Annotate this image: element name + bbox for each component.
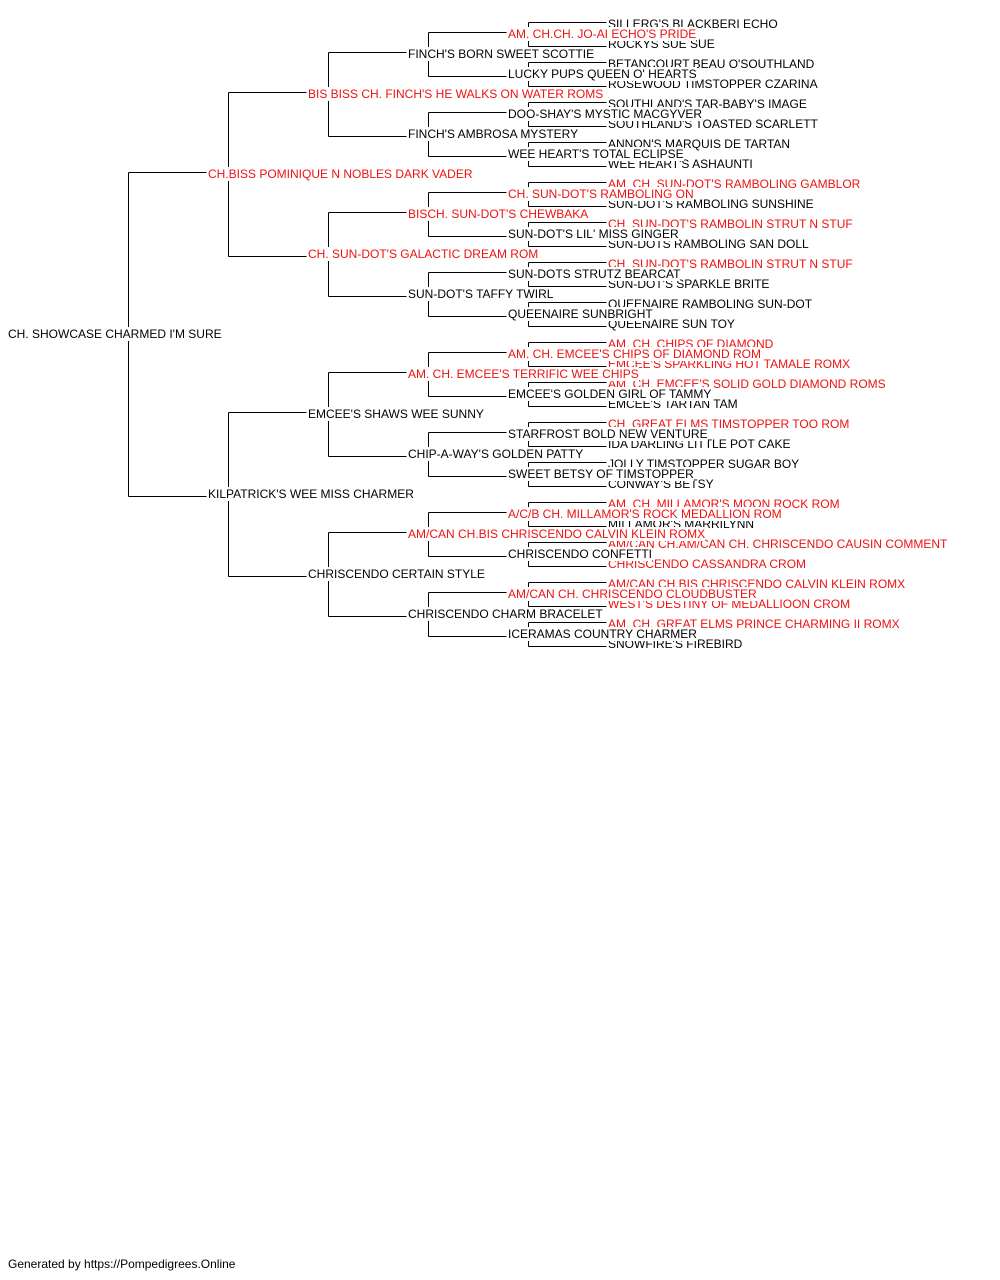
- ancestor-name: BIS BISS CH. FINCH'S HE WALKS ON WATER R…: [308, 87, 604, 101]
- ancestor-name: CHRISCENDO CHARM BRACELET: [408, 607, 603, 621]
- ancestor-name: EMCEE'S SHAWS WEE SUNNY: [308, 407, 484, 421]
- ancestor-name: QUEENAIRE RAMBOLING SUN-DOT: [608, 297, 813, 311]
- ancestor-name: A/C/B CH. MILLAMOR'S ROCK MEDALLION ROM: [508, 507, 782, 521]
- ancestor-name: CH. SUN-DOT'S GALACTIC DREAM ROM: [308, 247, 539, 261]
- ancestor-name: FINCH'S AMBROSA MYSTERY: [408, 127, 579, 141]
- ancestor-name: CH. SUN-DOT'S RAMBOLING ON: [508, 187, 694, 201]
- ancestor-name: FINCH'S BORN SWEET SCOTTIE: [408, 47, 595, 61]
- subject-dog-name: CH. SHOWCASE CHARMED I'M SURE: [8, 327, 222, 341]
- ancestor-name: SUN-DOT'S TAFFY TWIRL: [408, 287, 554, 301]
- ancestor-name: WEE HEART'S TOTAL ECLIPSE: [508, 147, 684, 161]
- footer-credit: Generated by https://Pompedigrees.Online: [8, 1257, 236, 1271]
- ancestor-name: LUCKY PUPS QUEEN O' HEARTS: [508, 67, 697, 81]
- ancestor-name: AM. CH. EMCEE'S TERRIFIC WEE CHIPS: [408, 367, 639, 381]
- ancestor-name: CHIP-A-WAY'S GOLDEN PATTY: [408, 447, 584, 461]
- ancestor-name: ICERAMAS COUNTRY CHARMER: [508, 627, 697, 641]
- ancestor-name: CHRISCENDO CONFETTI: [508, 547, 652, 561]
- ancestor-name: EMCEE'S GOLDEN GIRL OF TAMMY: [508, 387, 712, 401]
- ancestor-name: CHRISCENDO CASSANDRA CROM: [608, 557, 807, 571]
- ancestor-name: CHRISCENDO CERTAIN STYLE: [308, 567, 485, 581]
- ancestor-name: AM/CAN CH.BIS CHRISCENDO CALVIN KLEIN RO…: [408, 527, 706, 541]
- ancestor-name: AM/CAN CH. CHRISCENDO CLOUDBUSTER: [508, 587, 757, 601]
- ancestor-name: QUEENAIRE SUNBRIGHT: [508, 307, 653, 321]
- ancestor-name: SWEET BETSY OF TIMSTOPPER: [508, 467, 694, 481]
- ancestor-name: AM. CH. EMCEE'S CHIPS OF DIAMOND ROM: [508, 347, 761, 361]
- ancestor-name: DOO-SHAY'S MYSTIC MACGYVER: [508, 107, 703, 121]
- ancestor-name: KILPATRICK'S WEE MISS CHARMER: [208, 487, 414, 501]
- ancestor-name: CH.BISS POMINIQUE N NOBLES DARK VADER: [208, 167, 473, 181]
- ancestor-name: SUN-DOT'S LIL' MISS GINGER: [508, 227, 679, 241]
- ancestor-name: BISCH. SUN-DOT'S CHEWBAKA: [408, 207, 589, 221]
- ancestor-name: STARFROST BOLD NEW VENTURE: [508, 427, 708, 441]
- ancestor-name: AM. CH.CH. JO-AI ECHO'S PRIDE: [508, 27, 697, 41]
- ancestor-name: SUN-DOTS STRUTZ BEARCAT: [508, 267, 681, 281]
